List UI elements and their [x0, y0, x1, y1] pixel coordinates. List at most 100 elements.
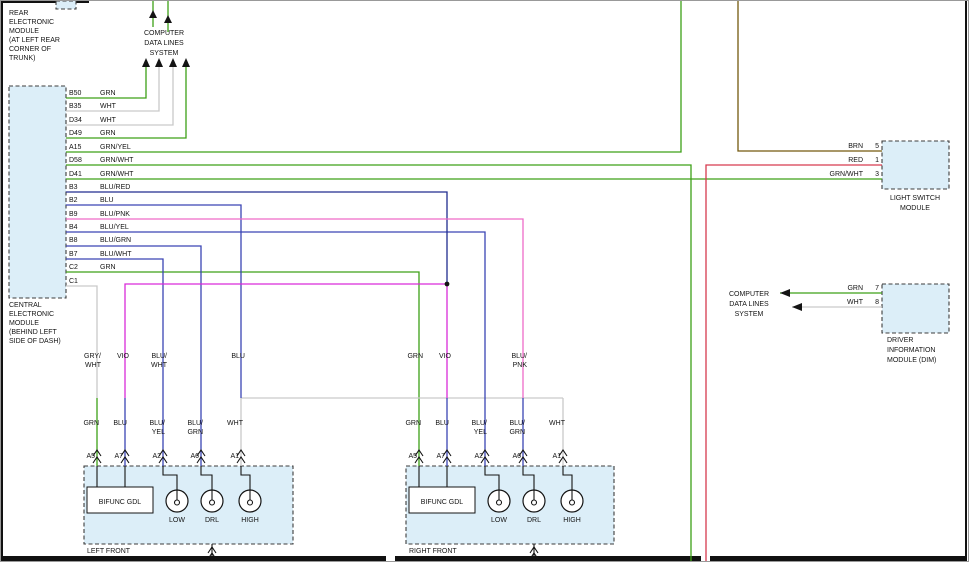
rem-label-line: TRUNK) [9, 55, 35, 62]
lamp-pin-id: A7 [436, 453, 445, 460]
inline-connector-chevrons [92, 449, 568, 560]
cem-label-line: (BEHIND LEFT [9, 329, 58, 336]
cdl-right-label-line: SYSTEM [735, 311, 764, 318]
wire-red-to-lsm [705, 164, 882, 561]
cem-pin-color: GRN [100, 264, 116, 271]
connector-chevron [207, 552, 217, 560]
wire-color-label: GRN [405, 420, 421, 427]
wire-d49-grn [66, 67, 187, 139]
cem-pin-color: GRN/WHT [100, 157, 134, 164]
cdl-top-label-line: COMPUTER [144, 30, 184, 37]
connector-chevron [207, 546, 217, 554]
wire-d58-grnwht [66, 164, 692, 561]
wire-color-label: YEL [474, 429, 487, 436]
cem-label-line: CENTRAL [9, 302, 42, 309]
wire-color-label: BLU/ [509, 420, 525, 427]
dim-label-line: DRIVER [887, 337, 913, 344]
cem-pin-color: BLU/RED [100, 184, 130, 191]
cem-pin-color: BLU/GRN [100, 237, 131, 244]
bulb-left-drl [200, 489, 224, 513]
rem-label-line: MODULE [9, 28, 39, 35]
connector-chevron [480, 449, 490, 457]
wire-b7-bluwht [66, 258, 164, 466]
connector-chevron [414, 456, 424, 464]
splice-dot [444, 281, 450, 287]
lamp-pin-id: A6 [190, 453, 199, 460]
wire-color-label: WHT [549, 420, 566, 427]
wire-color-label: WHT [85, 362, 102, 369]
right-internal-a2 [484, 466, 500, 490]
cem-pin-id: D34 [69, 117, 82, 124]
bulb-label: HIGH [563, 517, 581, 524]
wire-b9-blupnk [66, 218, 524, 398]
cem-pin-color: GRN [100, 90, 116, 97]
cem-pin-color: BLU/YEL [100, 224, 129, 231]
wire-c1-grywht [66, 285, 98, 398]
cem-pin-color: GRN/WHT [100, 171, 134, 178]
page-edge-top-left [1, 1, 89, 3]
cem-pin-id: D41 [69, 171, 82, 178]
connector-chevron [120, 449, 130, 457]
cem-pin-id: A15 [69, 144, 82, 151]
left-lamp-title: LEFT FRONT [87, 548, 131, 555]
rear-electronic-module-box [55, 1, 77, 10]
bulb-symbols [165, 489, 584, 513]
driver-information-module-box [881, 283, 950, 334]
page-edge-bottom-3 [710, 556, 967, 561]
bulb-right-high [560, 489, 584, 513]
connector-chevron [518, 456, 528, 464]
wire-b4-bluyel [66, 231, 486, 466]
lamp-pin-id: A5 [86, 453, 95, 460]
connector-chevron [480, 456, 490, 464]
wire-b35-wht [66, 67, 160, 112]
left-internal-a1 [240, 466, 251, 490]
bulb-right-drl [522, 489, 546, 513]
connector-chevron [92, 449, 102, 457]
wire-color-label: BLU/ [187, 420, 203, 427]
cdl-top-label-line: SYSTEM [150, 50, 179, 57]
lamp-pin-id: A1 [230, 453, 239, 460]
bulb-label: DRL [205, 517, 219, 524]
page-edge-bottom-1 [1, 556, 386, 561]
cem-label-line: MODULE [9, 320, 39, 327]
cem-pin-id: B9 [69, 211, 78, 218]
bifunc-gdl-label: BIFUNC GDL [421, 499, 464, 506]
rem-label-line: ELECTRONIC [9, 19, 54, 26]
cdl-up-arrow [142, 58, 150, 67]
left-internal-a2 [162, 466, 178, 490]
lsm-label-line: MODULE [900, 205, 930, 212]
lsm-label-line: LIGHT SWITCH [890, 195, 940, 202]
connector-chevron [236, 456, 246, 464]
lamp-pin-id: A7 [114, 453, 123, 460]
cem-pin-color: WHT [100, 103, 117, 110]
wire-color-label: VIO [117, 353, 130, 360]
wire-b50-grn [66, 67, 147, 99]
lsm-pin: 1 [875, 157, 879, 164]
cem-pin-color: GRN [100, 130, 116, 137]
direction-arrows [142, 10, 802, 311]
connector-chevron [196, 456, 206, 464]
wire-color-label: GRN [509, 429, 525, 436]
wire-color-label: BLU/ [151, 353, 167, 360]
lsm-wire-color: GRN/WHT [830, 171, 864, 178]
page-edge-bottom-2 [395, 556, 701, 561]
cdl-right-label-line: DATA LINES [729, 301, 769, 308]
bulb-left-high [238, 489, 262, 513]
rem-label-line: REAR [9, 10, 28, 17]
cem-pin-id: B7 [69, 251, 78, 258]
lamp-pin-id: A5 [408, 453, 417, 460]
lsm-pin: 5 [875, 143, 879, 150]
cem-pin-color: BLU/WHT [100, 251, 132, 258]
cem-label-line: ELECTRONIC [9, 311, 54, 318]
light-switch-module-box [881, 140, 950, 190]
wire-b8-blugrn [66, 245, 202, 466]
left-bifunc-gdl-box [86, 486, 154, 514]
lamp-pin-id: A1 [552, 453, 561, 460]
wire-color-label: VIO [439, 353, 452, 360]
cem-pin-id: C1 [69, 278, 78, 285]
wire-color-label: YEL [152, 429, 165, 436]
left-internal-a6 [200, 466, 213, 490]
connector-chevron [558, 449, 568, 457]
wire-c2-grn-to-right-a5 [66, 271, 420, 466]
